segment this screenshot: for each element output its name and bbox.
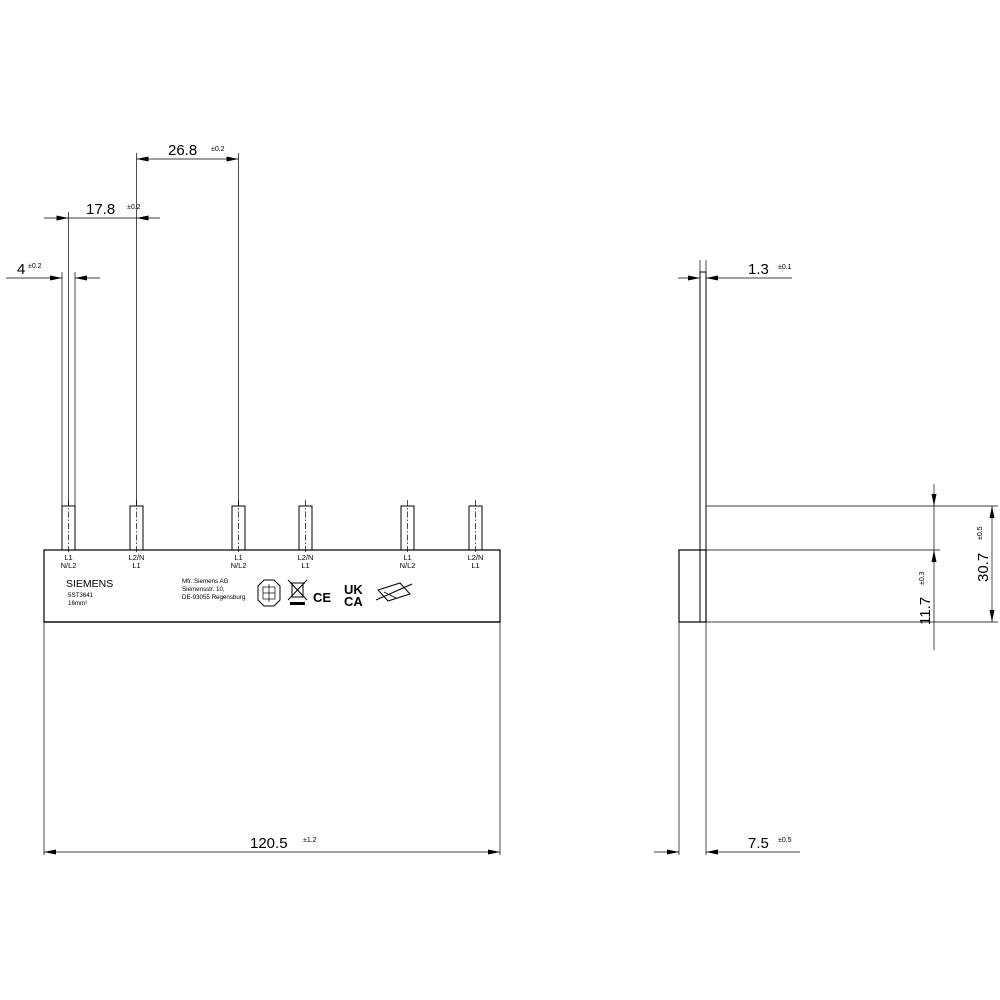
svg-text:±0.2: ±0.2: [28, 263, 42, 270]
terminal-6-bottom: L1: [471, 561, 479, 570]
svg-text:11.7: 11.7: [917, 597, 934, 625]
svg-text:±0.3: ±0.3: [919, 571, 926, 585]
dim-17-8: 17.8 ±0.2: [44, 201, 160, 221]
dim-26-8: 26.8 ±0.2: [136, 142, 239, 162]
terminal-2-top: L2/N: [129, 553, 145, 562]
terminal-2-bottom: L1: [132, 561, 140, 570]
svg-text:±0.1: ±0.1: [778, 264, 792, 271]
octagon-mark-icon: [257, 579, 281, 607]
svg-text:±1.2: ±1.2: [303, 837, 317, 844]
terminal-pins: [61, 500, 483, 552]
terminal-3-bottom: N/L2: [231, 561, 247, 570]
terminal-4-top: L2/N: [298, 553, 314, 562]
svg-text:26.8: 26.8: [168, 142, 197, 159]
side-body: [678, 549, 707, 623]
dim-11-7: 11.7 ±0.3: [917, 484, 937, 650]
svg-text:7.5: 7.5: [748, 835, 769, 852]
compliance-marks: CE UK CA: [257, 579, 413, 609]
weee-bin-icon: [287, 579, 308, 605]
ukca-mark-top: UK: [344, 582, 363, 597]
svg-text:4: 4: [17, 261, 25, 278]
terminal-3-top: L1: [234, 553, 242, 562]
terminal-5-top: L1: [403, 553, 411, 562]
manufacturer-line-1: Mfr.:Siemens AG: [182, 578, 229, 585]
terminal-4-bottom: L1: [301, 561, 309, 570]
terminal-1-top: L1: [64, 553, 72, 562]
crossed-box-icon: [375, 582, 413, 602]
dim-4: 4 ±0.2: [6, 261, 100, 281]
dim-30-7: 30.7 ±0.5: [975, 506, 995, 622]
cross-section: 16mm²: [68, 600, 87, 607]
terminal-6-top: L2/N: [468, 553, 484, 562]
brand-name: SIEMENS: [66, 578, 113, 590]
product-label: SIEMENS 5ST3641 16mm² Mfr.:Siemens AG Si…: [66, 578, 246, 607]
svg-text:30.7: 30.7: [975, 553, 992, 582]
side-pin: [699, 271, 707, 551]
terminal-1-bottom: N/L2: [61, 561, 77, 570]
dim-7-5: 7.5 ±0.5: [654, 835, 800, 855]
terminal-5-bottom: N/L2: [400, 561, 416, 570]
part-number: 5ST3641: [68, 592, 94, 599]
dim-120-5: 120.5 ±1.2: [44, 835, 500, 855]
ce-mark: CE: [313, 590, 331, 605]
svg-text:±0.2: ±0.2: [127, 204, 141, 211]
svg-text:±0.2: ±0.2: [211, 146, 225, 153]
manufacturer-line-3: DE-93055 Regensburg: [182, 594, 246, 601]
manufacturer-line-2: Siemensstr. 10,: [182, 586, 225, 593]
dim-1-3: 1.3 ±0.1: [678, 261, 792, 281]
ukca-mark-bottom: CA: [344, 594, 363, 609]
svg-text:17.8: 17.8: [86, 201, 115, 218]
svg-text:1.3: 1.3: [748, 261, 769, 278]
terminal-labels: L1 N/L2 L2/N L1 L1 N/L2 L2/N L1 L1 N/L2 …: [61, 553, 484, 570]
svg-text:120.5: 120.5: [250, 835, 288, 852]
svg-text:±0.5: ±0.5: [977, 526, 984, 540]
svg-text:±0.5: ±0.5: [778, 837, 792, 844]
